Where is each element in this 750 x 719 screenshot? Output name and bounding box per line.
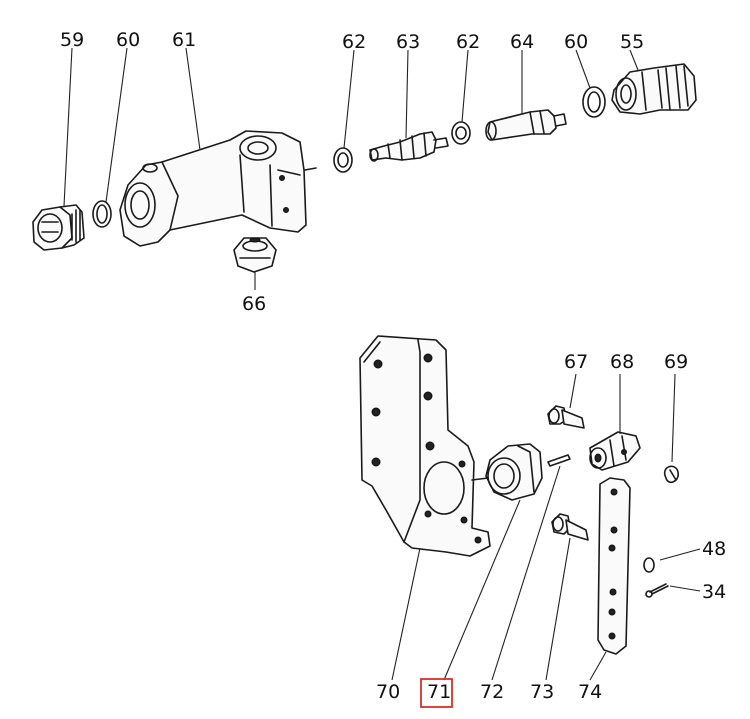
callout-62-right: 62 [456, 31, 480, 53]
upper-leader-lines [63, 47, 639, 290]
callout-48: 48 [702, 538, 726, 560]
callout-66: 66 [242, 293, 266, 315]
part-62-washer-left [333, 147, 353, 173]
callout-73: 73 [530, 681, 554, 703]
part-65-fitting [611, 63, 697, 115]
callout-63: 63 [396, 31, 420, 53]
part-74-link-strap [597, 477, 631, 655]
callout-64: 64 [510, 31, 534, 53]
part-34-cotter-pin [645, 583, 669, 598]
callout-34: 34 [702, 581, 726, 603]
callout-67: 67 [564, 351, 588, 373]
callout-60-right: 60 [564, 31, 588, 53]
callout-60-left: 60 [116, 29, 140, 51]
part-64-plunger [485, 109, 567, 141]
part-69-clip [663, 465, 679, 484]
callout-68: 68 [610, 351, 634, 373]
part-70-bracket [359, 335, 491, 557]
part-66-nut [233, 237, 277, 273]
part-73-bolt [551, 513, 589, 541]
callout-72: 72 [480, 681, 504, 703]
part-67-bolt [547, 405, 585, 429]
callout-74: 74 [578, 681, 602, 703]
callout-71: 71 [427, 681, 451, 703]
part-60-washer-right [582, 86, 606, 118]
callout-70: 70 [376, 681, 400, 703]
part-63-valve-stem [369, 131, 449, 162]
part-62-washer-right [451, 121, 471, 145]
callout-labels: 59 60 61 62 63 62 64 60 55 66 67 68 69 4… [60, 29, 726, 703]
lower-leader-lines [391, 373, 701, 681]
part-61-housing [119, 130, 317, 247]
part-59-plug [32, 204, 85, 251]
part-68-clevis [589, 431, 641, 471]
callout-69: 69 [664, 351, 688, 373]
callout-65: 55 [620, 31, 644, 53]
highlight-box-71 [420, 678, 453, 708]
part-60-washer-left [92, 200, 112, 228]
part-72-pin [547, 454, 571, 467]
callout-59: 59 [60, 29, 84, 51]
part-48-washer [643, 557, 655, 573]
callout-61: 61 [172, 29, 196, 51]
callout-62-left: 62 [342, 31, 366, 53]
part-71-bushing [471, 443, 543, 501]
